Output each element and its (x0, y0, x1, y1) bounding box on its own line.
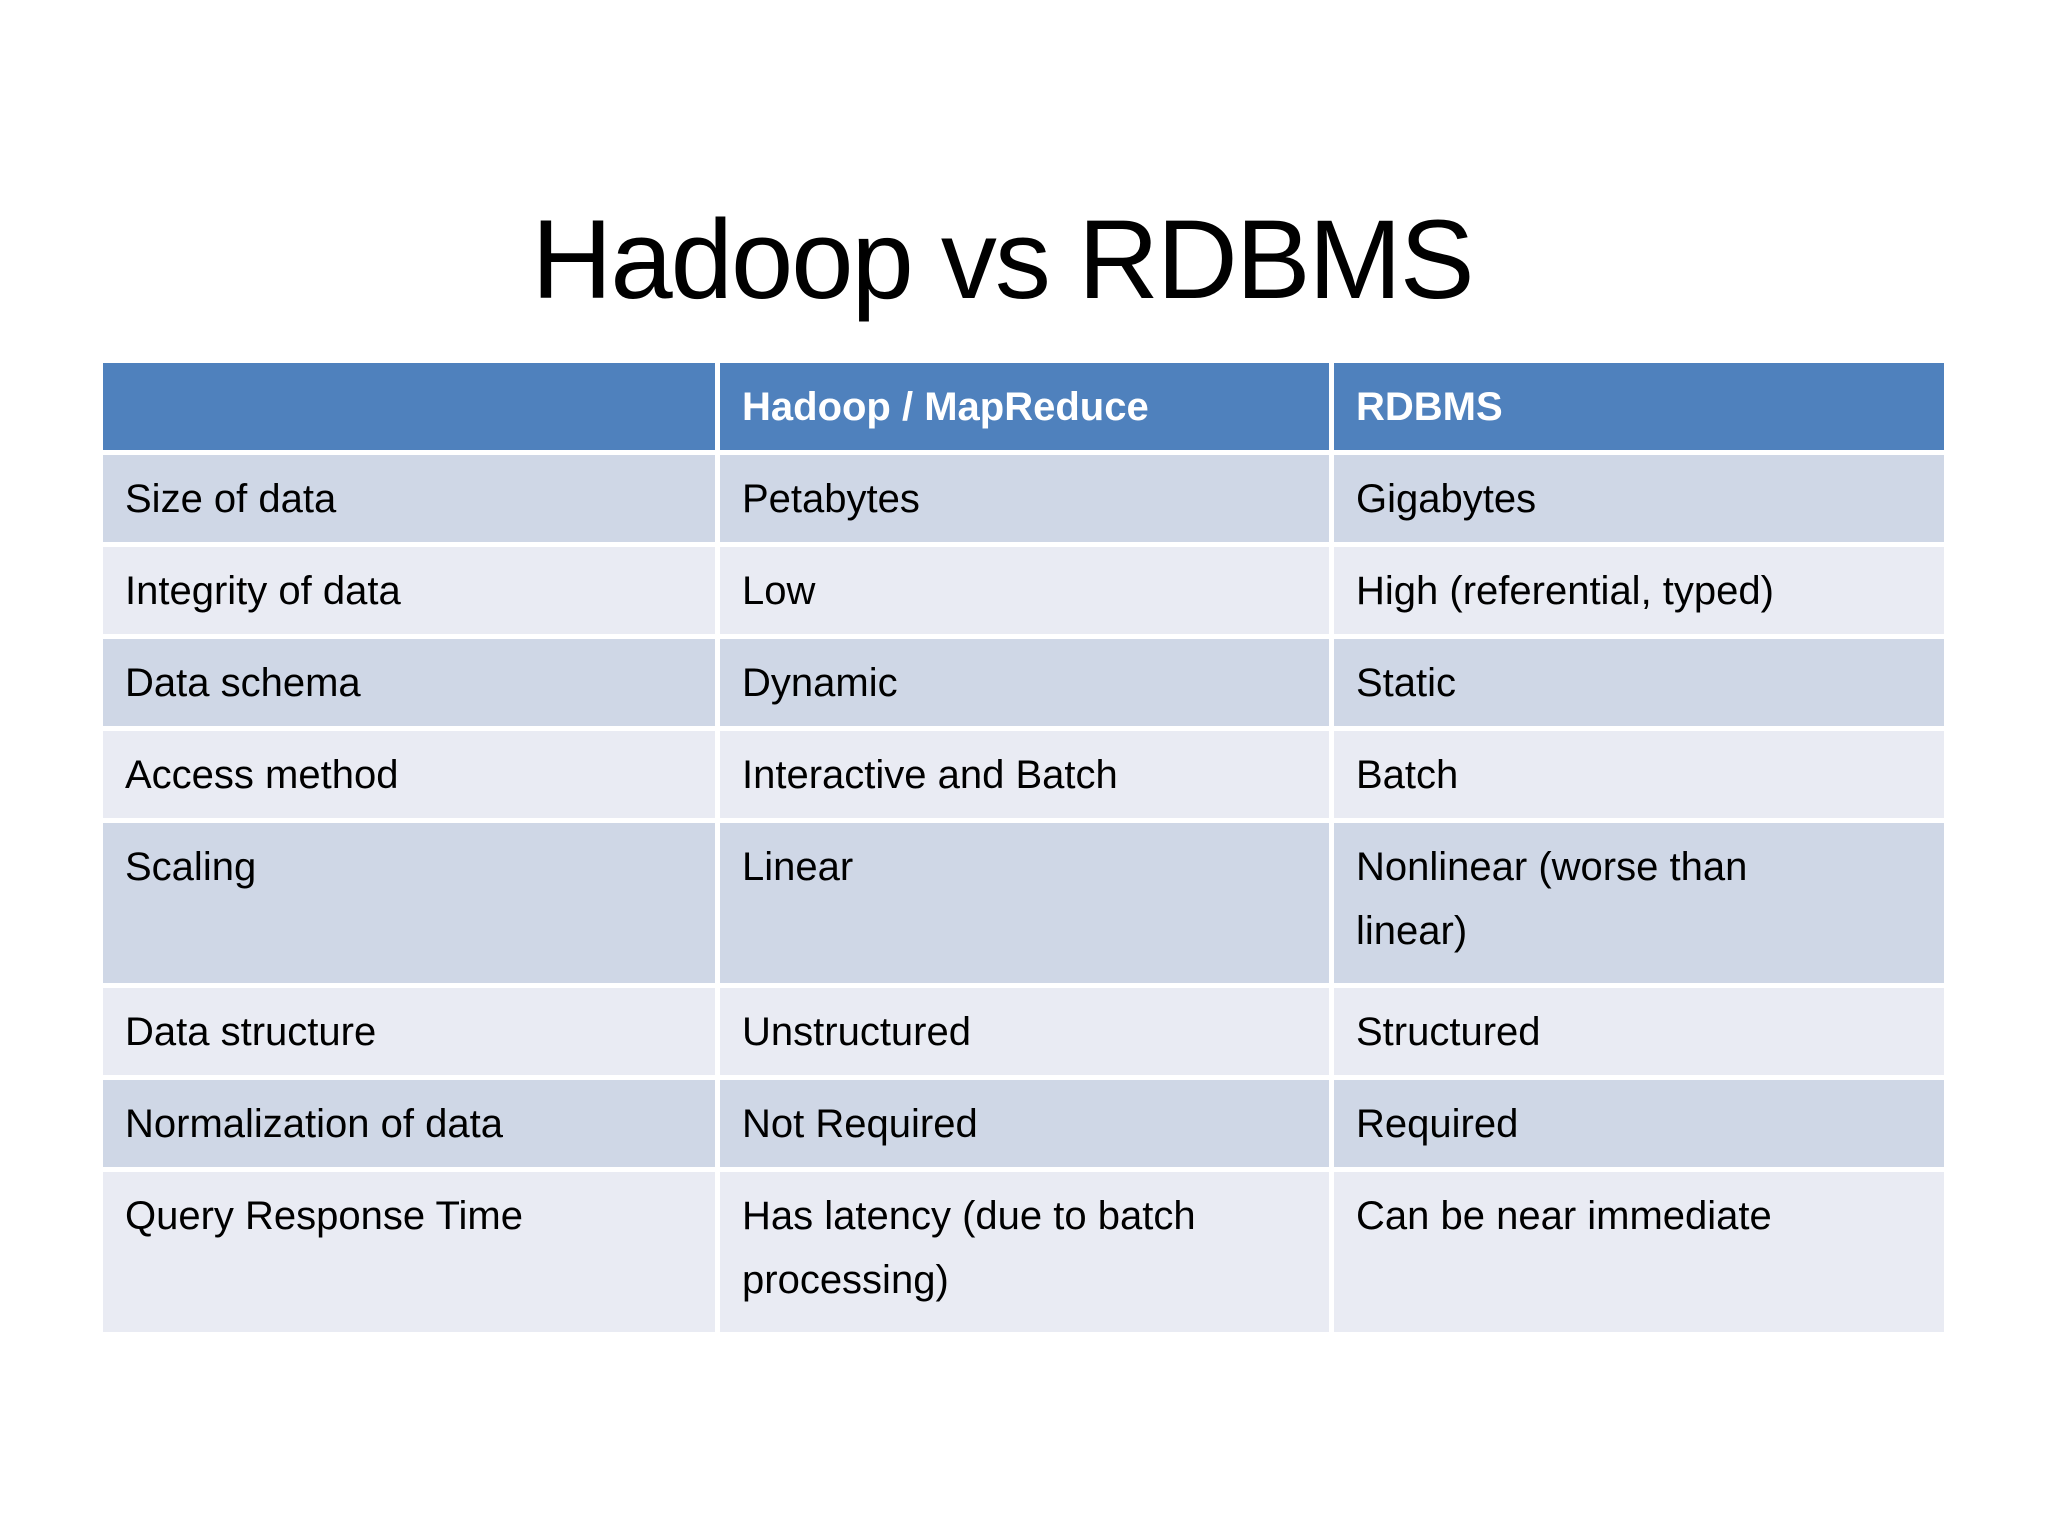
table-row: Query Response Time Has latency (due to … (103, 1172, 1944, 1332)
rdbms-cell: Structured (1334, 988, 1944, 1075)
table-row: Normalization of data Not Required Requi… (103, 1080, 1944, 1167)
rdbms-cell: Can be near immediate (1334, 1172, 1944, 1332)
row-label: Data structure (103, 988, 715, 1075)
rdbms-cell: Batch (1334, 731, 1944, 818)
row-label: Query Response Time (103, 1172, 715, 1332)
table-row: Size of data Petabytes Gigabytes (103, 455, 1944, 542)
row-label: Scaling (103, 823, 715, 983)
row-label: Data schema (103, 639, 715, 726)
row-label: Access method (103, 731, 715, 818)
table-row: Data schema Dynamic Static (103, 639, 1944, 726)
comparison-table: Hadoop / MapReduce RDBMS Size of data Pe… (98, 358, 1949, 1337)
rdbms-cell: Required (1334, 1080, 1944, 1167)
table-row: Access method Interactive and Batch Batc… (103, 731, 1944, 818)
hadoop-cell: Interactive and Batch (720, 731, 1329, 818)
row-label: Size of data (103, 455, 715, 542)
header-cell-empty (103, 363, 715, 450)
row-label: Integrity of data (103, 547, 715, 634)
rdbms-cell: Static (1334, 639, 1944, 726)
hadoop-cell: Has latency (due to batch processing) (720, 1172, 1329, 1332)
table-row: Data structure Unstructured Structured (103, 988, 1944, 1075)
table-row: Scaling Linear Nonlinear (worse than lin… (103, 823, 1944, 983)
hadoop-cell: Not Required (720, 1080, 1329, 1167)
rdbms-cell: High (referential, typed) (1334, 547, 1944, 634)
row-label: Normalization of data (103, 1080, 715, 1167)
hadoop-cell: Linear (720, 823, 1329, 983)
hadoop-cell: Petabytes (720, 455, 1329, 542)
rdbms-cell: Nonlinear (worse than linear) (1334, 823, 1944, 983)
table-row: Integrity of data Low High (referential,… (103, 547, 1944, 634)
hadoop-cell: Dynamic (720, 639, 1329, 726)
header-cell-rdbms: RDBMS (1334, 363, 1944, 450)
hadoop-cell: Unstructured (720, 988, 1329, 1075)
slide-title: Hadoop vs RDBMS (531, 197, 1474, 323)
hadoop-cell: Low (720, 547, 1329, 634)
table-header-row: Hadoop / MapReduce RDBMS (103, 363, 1944, 450)
header-cell-hadoop: Hadoop / MapReduce (720, 363, 1329, 450)
rdbms-cell: Gigabytes (1334, 455, 1944, 542)
